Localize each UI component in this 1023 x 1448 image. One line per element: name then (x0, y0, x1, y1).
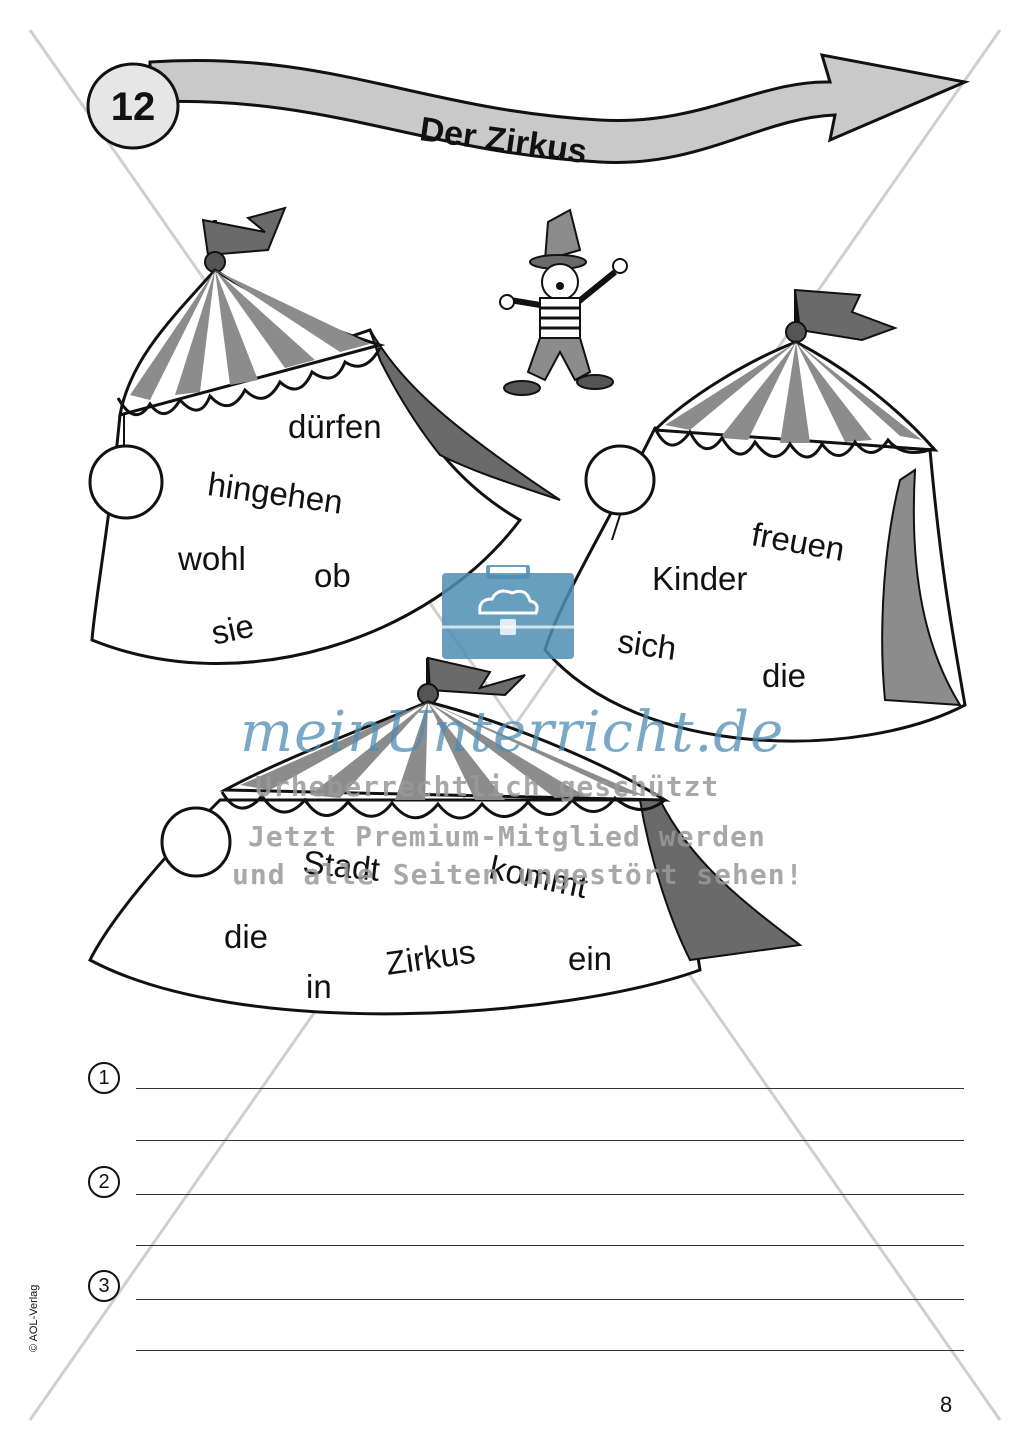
publisher-copyright: © AOL-Verlag (28, 1284, 40, 1352)
watermark-copyright-line: Urheberrechtlich geschützt (255, 770, 720, 803)
watermark-cta-line: und alle Seiten ungestört sehen! (232, 858, 804, 891)
tent-3-word: ein (568, 940, 613, 977)
tent-2-word: sich (615, 622, 679, 667)
answer-row-number: 1 (88, 1062, 120, 1094)
answer-row-number: 3 (88, 1270, 120, 1302)
header-banner-arrow (148, 53, 971, 164)
tent-1-illustration (88, 206, 561, 666)
answer-line[interactable] (136, 1245, 964, 1246)
tent-3-illustration (88, 656, 803, 1016)
watermark-premium-line: Jetzt Premium-Mitglied werden (248, 820, 766, 853)
answer-line[interactable] (136, 1140, 964, 1141)
lesson-number: 12 (110, 85, 156, 129)
answer-line[interactable] (136, 1350, 964, 1351)
tent-3-answer-circle[interactable] (160, 806, 232, 878)
tent-2-answer-circle[interactable] (584, 444, 656, 516)
answer-row-number: 2 (88, 1166, 120, 1198)
tent-2-word: die (762, 657, 807, 694)
clown-illustration (499, 208, 628, 396)
watermark-cross-line (28, 29, 1002, 1421)
watermark-briefcase-icon (442, 565, 574, 659)
answer-line[interactable] (136, 1088, 964, 1089)
tent-3-word: die (224, 918, 269, 955)
answer-line[interactable] (136, 1194, 964, 1195)
lesson-number-badge (86, 62, 180, 150)
tent-2-illustration (543, 288, 967, 743)
watermark-brand: meinUnterricht.de (240, 700, 785, 765)
tent-1-word: dürfen (288, 408, 382, 445)
tent-1-answer-circle[interactable] (88, 444, 164, 520)
tent-2-word: Kinder (652, 560, 748, 597)
answer-line[interactable] (136, 1299, 964, 1300)
tent-3-word: in (306, 968, 332, 1005)
tent-1-word: wohl (178, 540, 246, 577)
page-number: 8 (940, 1392, 953, 1417)
tent-1-word: ob (314, 557, 351, 594)
